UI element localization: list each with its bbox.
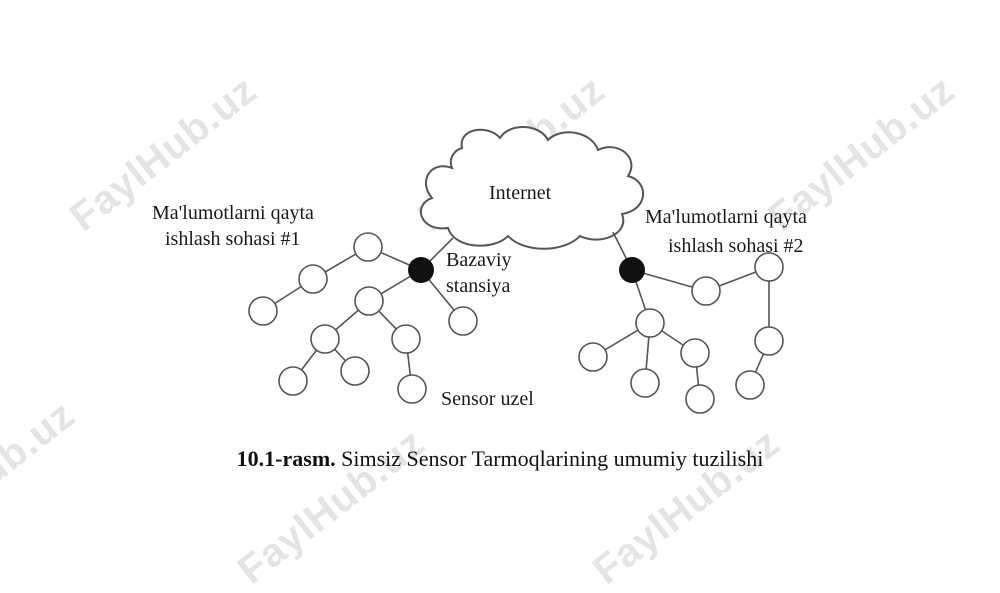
base-station-node-1	[408, 257, 434, 283]
domain1-label-line2: ishlash sohasi #1	[165, 228, 301, 250]
base-station-label-line1: Bazaviy	[446, 249, 512, 271]
figure-caption: 10.1-rasm. Simsiz Sensor Tarmoqlarining …	[0, 446, 1000, 472]
sensor-node	[391, 324, 421, 354]
sensor-node	[754, 252, 784, 282]
sensor-node	[680, 338, 710, 368]
sensor-node	[354, 286, 384, 316]
domain2-label-line2: ishlash sohasi #2	[668, 235, 804, 257]
sensor-node	[397, 374, 427, 404]
sensor-node	[448, 306, 478, 336]
sensor-node	[685, 384, 715, 414]
base-station-node-2	[619, 257, 645, 283]
sensor-node	[278, 366, 308, 396]
sensor-node	[310, 324, 340, 354]
sensor-node	[248, 296, 278, 326]
sensor-node	[340, 356, 370, 386]
domain1-label-line1: Ma'lumotlarni qayta	[152, 202, 314, 224]
domain2-label-line1: Ma'lumotlarni qayta	[645, 206, 807, 228]
figure-number: 10.1-rasm.	[236, 446, 336, 471]
sensor-node	[635, 308, 665, 338]
internet-label: Internet	[489, 182, 552, 204]
domain1-sensor-nodes	[248, 232, 478, 404]
sensor-node	[353, 232, 383, 262]
internet-cloud-icon	[420, 125, 645, 250]
domain2-sensor-nodes	[578, 252, 784, 414]
sensor-node	[298, 264, 328, 294]
sensor-node	[754, 326, 784, 356]
sensor-node-label: Sensor uzel	[441, 388, 534, 410]
sensor-node	[735, 370, 765, 400]
sensor-node	[691, 276, 721, 306]
sensor-network-diagram	[248, 125, 784, 414]
base-station-label-line2: stansiya	[446, 275, 511, 297]
sensor-node	[630, 368, 660, 398]
sensor-node	[578, 342, 608, 372]
figure-caption-text: Simsiz Sensor Tarmoqlarining umumiy tuzi…	[341, 446, 764, 471]
